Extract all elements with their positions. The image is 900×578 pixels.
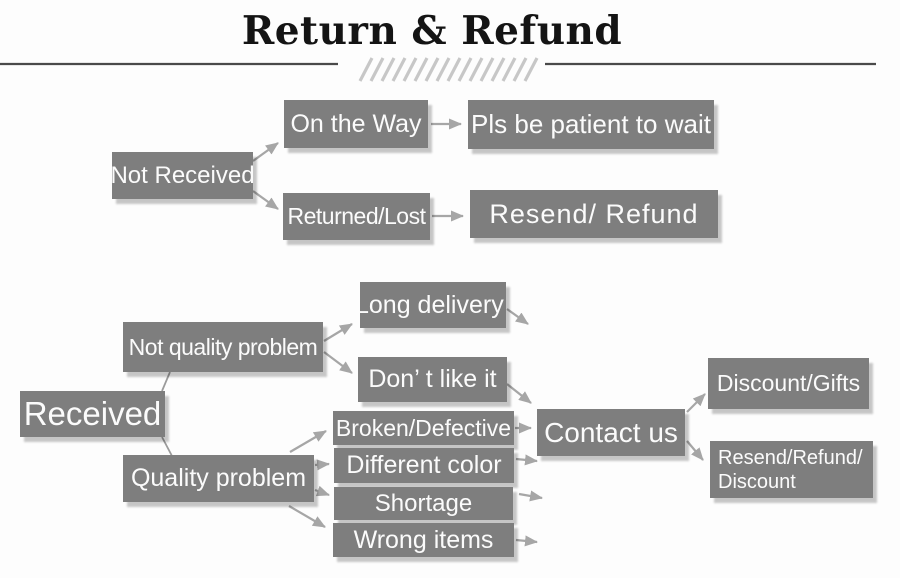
node-label-line2: Discount bbox=[718, 470, 796, 493]
node-label: Received bbox=[23, 394, 162, 432]
node-broken-defective: Broken/Defective bbox=[333, 411, 514, 445]
edge-received-to-not-quality-problem bbox=[161, 371, 171, 392]
node-different-color: Different color bbox=[334, 448, 514, 483]
node-label: Returned/Lost bbox=[287, 203, 426, 230]
edge-contact-us-to-discount-gifts bbox=[686, 393, 706, 413]
node-received: Received bbox=[20, 391, 165, 437]
title-divider bbox=[0, 57, 876, 82]
node-label: Contact us bbox=[544, 416, 678, 448]
node-wrong-items: Wrong items bbox=[333, 523, 514, 557]
node-pls-be-patient: Pls be patient to wait bbox=[468, 100, 714, 149]
edge-not-received-to-returned-lost bbox=[252, 190, 279, 210]
page-title: Return & Refund bbox=[241, 8, 623, 54]
edge-long-delivery-to-contact-us bbox=[506, 308, 529, 325]
node-returned-lost: Returned/Lost bbox=[283, 193, 430, 240]
edge-different-color-to-contact-us bbox=[515, 454, 538, 466]
node-on-the-way: On the Way bbox=[284, 100, 428, 148]
node-label: Shortage bbox=[374, 489, 473, 517]
edge-not-quality-to-long-delivery bbox=[323, 323, 353, 342]
node-not-received: Not Received bbox=[110, 152, 255, 199]
node-resend-refund-discount: Resend/Refund/ Discount bbox=[710, 441, 873, 498]
node-shortage: Shortage bbox=[334, 487, 513, 520]
edge-quality-to-wrong-items bbox=[288, 505, 326, 528]
node-label: Broken/Defective bbox=[335, 414, 512, 441]
node-label: Wrong items bbox=[353, 525, 494, 554]
edge-not-received-to-on-the-way bbox=[252, 142, 279, 162]
edge-quality-to-shortage bbox=[314, 485, 330, 497]
node-discount-gifts: Discount/Gifts bbox=[708, 358, 869, 409]
node-label: Long delivery bbox=[360, 290, 504, 319]
node-label: Not quality problem bbox=[128, 333, 318, 360]
node-label: Discount/Gifts bbox=[716, 370, 861, 397]
edge-shortage-to-contact-us bbox=[518, 490, 543, 502]
edge-quality-to-different-color bbox=[314, 459, 330, 471]
node-not-quality-problem: Not quality problem bbox=[123, 322, 323, 372]
node-label: On the Way bbox=[290, 109, 422, 138]
edge-contact-us-to-resend-refund-discount bbox=[686, 440, 704, 461]
node-label: Pls be patient to wait bbox=[471, 108, 711, 139]
edge-received-to-quality-problem bbox=[161, 436, 173, 457]
node-label: Resend/ Refund bbox=[489, 198, 699, 229]
edge-wrong-items-to-contact-us bbox=[515, 535, 538, 547]
edge-not-quality-to-dont-like-it bbox=[323, 351, 353, 374]
edge-quality-to-broken-defective bbox=[289, 430, 327, 453]
node-label: Don’ t like it bbox=[368, 365, 497, 394]
node-quality-problem: Quality problem bbox=[123, 455, 314, 502]
node-contact-us: Contact us bbox=[537, 409, 685, 456]
node-label: Quality problem bbox=[130, 464, 307, 493]
node-label: Different color bbox=[346, 451, 502, 480]
edge-dont-like-it-to-contact-us bbox=[506, 383, 532, 404]
node-resend-refund: Resend/ Refund bbox=[470, 190, 718, 238]
node-label-line1: Resend/Refund/ bbox=[718, 446, 863, 469]
hatch-decoration bbox=[358, 57, 539, 82]
node-dont-like-it: Don’ t like it bbox=[358, 357, 507, 402]
node-long-delivery: Long delivery bbox=[360, 282, 506, 328]
node-label: Not Received bbox=[110, 161, 255, 189]
